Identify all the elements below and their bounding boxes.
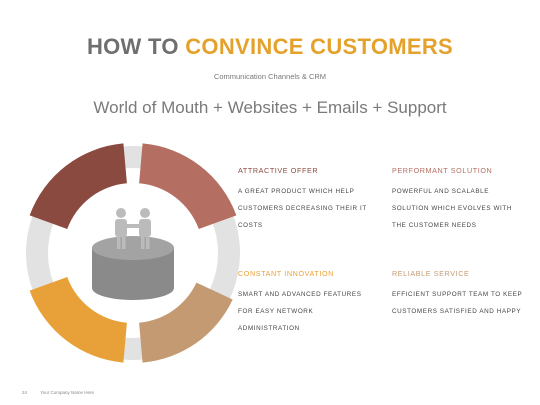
slide-headline: World of Mouth + Websites + Emails + Sup… [93,98,447,117]
segment-performant-solution [139,143,237,230]
segment-attractive-offer [29,143,127,230]
block-description: POWERFUL AND SCALABLE SOLUTION WHICH EVO… [392,188,512,229]
block-description: SMART AND ADVANCED FEATURES FOR EASY NET… [238,291,362,332]
people-icon [115,208,151,249]
slide-subtitle: Communication Channels & CRM [213,72,327,81]
slide-title: HOW TO CONVINCE CUSTOMERS [0,34,540,60]
title-part-2: CONVINCE CUSTOMERS [185,34,454,59]
block-title: ATTRACTIVE OFFER [238,166,319,175]
block-description: EFFICIENT SUPPORT TEAM TO KEEP CUSTOMERS… [392,291,523,315]
cylinder [92,236,174,300]
block-description: A GREAT PRODUCT WHICH HELP CUSTOMERS DEC… [238,188,367,229]
title-part-1: HOW TO [86,34,179,59]
diagram-ring [26,146,240,360]
block-constant-innovation: CONSTANT INNOVATION SMART AND ADVANCED F… [238,269,383,337]
block-title: RELIABLE SERVICE [392,269,470,278]
segment-reliable-service [139,282,233,363]
company-name: Your Company Name Here [40,390,95,395]
block-attractive-offer: ATTRACTIVE OFFER A GREAT PRODUCT WHICH H… [238,166,383,234]
block-reliable-service: RELIABLE SERVICE EFFICIENT SUPPORT TEAM … [392,269,537,320]
page-number: 24 [22,390,28,395]
footer: 24 Your Company Name Here [22,390,94,395]
block-title: PERFORMANT SOLUTION [392,166,493,175]
cycle-diagram [26,143,240,363]
segment-constant-innovation [29,276,127,363]
block-performant-solution: PERFORMANT SOLUTION POWERFUL AND SCALABL… [392,166,537,234]
block-title: CONSTANT INNOVATION [238,269,334,278]
